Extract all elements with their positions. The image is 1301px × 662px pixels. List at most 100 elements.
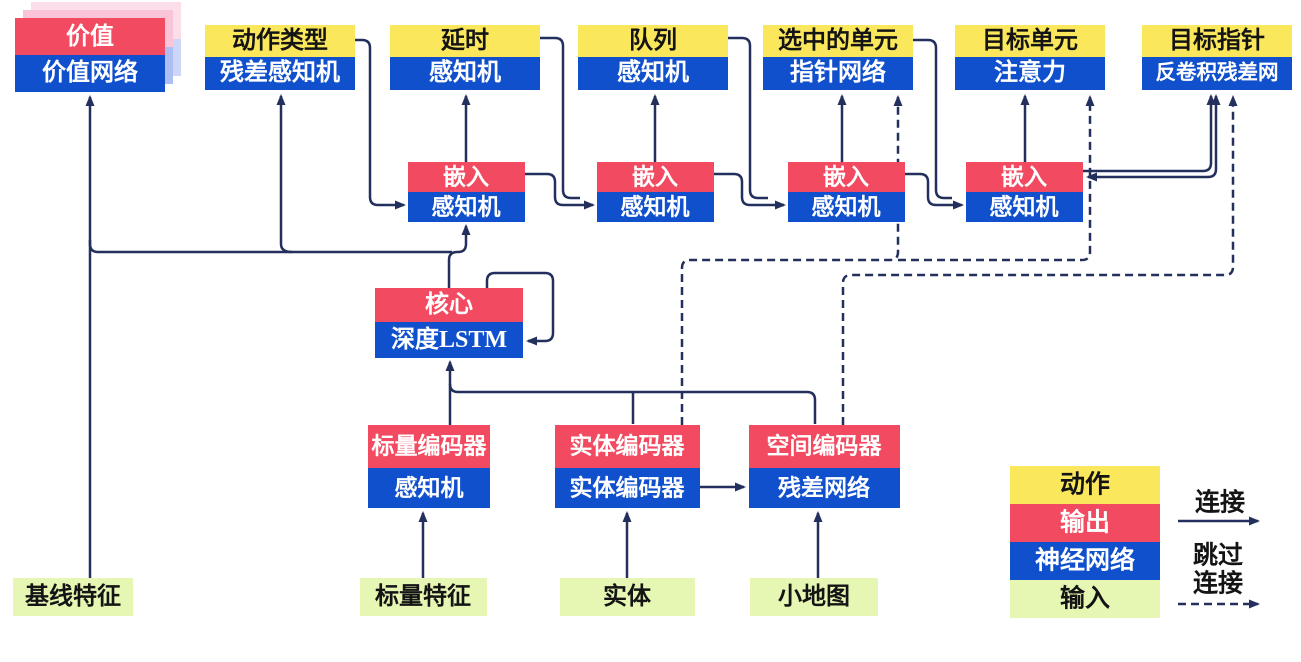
embed3-network-label: 感知机 xyxy=(812,194,881,220)
baseline-features-rect xyxy=(13,578,133,616)
entity-network-rect xyxy=(555,468,700,508)
connector-core-to-actiontype xyxy=(276,94,293,254)
scalar-network-rect xyxy=(368,468,490,508)
embed3-output-rect xyxy=(788,162,905,192)
targetunit-network-rect xyxy=(955,57,1105,90)
embed4-network-rect xyxy=(966,192,1083,222)
value-network-label: 价值网络 xyxy=(42,58,138,86)
connector-actiontype-to-embed1 xyxy=(355,38,406,210)
delay-network-rect xyxy=(390,57,540,90)
input-box-minimap: 小地图 xyxy=(750,578,878,616)
legend: 动作 输出 神经网络 输入 连接 跳过 连接 xyxy=(1010,466,1260,618)
embed1-label: 嵌入 xyxy=(443,165,489,190)
actiontype-network-rect xyxy=(205,57,355,90)
encoder-box-entity: 实体编码器 实体编码器 xyxy=(555,425,700,508)
entity-network-label: 实体编码器 xyxy=(570,475,686,501)
selected-network-rect xyxy=(763,57,913,90)
connector-encoder-merge-horizontal xyxy=(448,383,817,424)
targetunit-action-rect xyxy=(955,25,1105,57)
scalar-network-label: 感知机 xyxy=(395,475,464,501)
embed2-network-label: 感知机 xyxy=(621,194,690,220)
spatial-network-rect xyxy=(749,468,900,508)
embed2-output-rect xyxy=(597,162,714,192)
skip-spatial-to-targetpoint xyxy=(841,95,1238,425)
value-label: 价值 xyxy=(66,22,114,50)
skip-entity-to-selected xyxy=(680,95,903,425)
delay-action-rect xyxy=(390,25,540,57)
queue-label: 队列 xyxy=(629,27,677,54)
embed-box-3: 嵌入 感知机 xyxy=(788,162,905,222)
head-box-delay: 延时 感知机 xyxy=(390,25,540,90)
input-box-scalar-features: 标量特征 xyxy=(360,578,487,616)
actiontype-label: 动作类型 xyxy=(232,27,328,54)
embed1-network-label: 感知机 xyxy=(432,194,501,220)
core-network-rect xyxy=(375,322,523,358)
connector-core-fanout-left xyxy=(88,240,452,254)
legend-skip-label-1: 跳过 xyxy=(1193,542,1243,570)
legend-action-rect xyxy=(1010,466,1160,504)
input-box-entities: 实体 xyxy=(560,578,695,616)
embed2-label: 嵌入 xyxy=(632,165,678,190)
selected-action-rect xyxy=(763,25,913,57)
head-box-selected-units: 选中的单元 指针网络 xyxy=(763,25,913,90)
value-output-rect xyxy=(15,18,165,55)
connector-embed3-to-embed4 xyxy=(905,172,964,210)
scalar-features-label: 标量特征 xyxy=(375,582,471,610)
value-network-rect xyxy=(15,55,165,92)
connector-core-to-embed1 xyxy=(447,224,471,290)
core-output-rect xyxy=(375,288,523,322)
connector-core-self-loop xyxy=(485,271,555,346)
embed-box-1: 嵌入 感知机 xyxy=(408,162,525,222)
core-network-label: 深度LSTM xyxy=(391,325,507,353)
targetpoint-network-rect xyxy=(1142,57,1292,90)
encoder-box-scalar: 标量编码器 感知机 xyxy=(368,425,490,508)
actiontype-action-rect xyxy=(205,25,355,57)
actiontype-network-label: 残差感知机 xyxy=(220,58,340,86)
scalar-features-rect xyxy=(360,578,487,616)
entity-encoder-rect xyxy=(555,425,700,468)
entity-encoder-label: 实体编码器 xyxy=(570,433,686,459)
minimap-label: 小地图 xyxy=(778,583,850,610)
targetunit-network-label: 注意力 xyxy=(994,58,1066,86)
selected-label: 选中的单元 xyxy=(778,26,898,54)
connector-queue-down xyxy=(728,36,768,200)
head-box-action-type: 动作类型 残差感知机 xyxy=(205,25,355,90)
spatial-encoder-rect xyxy=(749,425,900,468)
head-box-value: 价值 价值网络 xyxy=(15,2,181,92)
embed3-network-rect xyxy=(788,192,905,222)
embed-box-2: 嵌入 感知机 xyxy=(597,162,714,222)
legend-input-label: 输入 xyxy=(1060,584,1110,613)
queue-network-rect xyxy=(578,57,728,90)
connector-embed2-to-embed3 xyxy=(714,172,786,210)
embed1-network-rect xyxy=(408,192,525,222)
connector-embed4-to-targetpoint xyxy=(1083,94,1216,173)
embed-box-4: 嵌入 感知机 xyxy=(966,162,1083,222)
legend-output-rect xyxy=(1010,504,1160,542)
head-box-target-unit: 目标单元 注意力 xyxy=(955,25,1105,90)
targetpoint-label: 目标指针 xyxy=(1169,26,1265,54)
scalar-encoder-rect xyxy=(368,425,490,468)
entities-rect xyxy=(560,578,695,616)
spatial-encoder-label: 空间编码器 xyxy=(767,433,883,459)
delay-label: 延时 xyxy=(440,27,489,54)
input-box-baseline-features: 基线特征 xyxy=(13,578,133,616)
queue-action-rect xyxy=(578,25,728,57)
connector-into-embed4 xyxy=(1086,94,1221,182)
embed2-network-rect xyxy=(597,192,714,222)
embed4-label: 嵌入 xyxy=(1001,165,1047,190)
connector-delay-down xyxy=(540,36,580,200)
core-label: 核心 xyxy=(425,290,473,318)
legend-skip-label-2: 连接 xyxy=(1193,570,1243,598)
legend-input-rect xyxy=(1010,580,1160,618)
legend-nn-label: 神经网络 xyxy=(1035,546,1135,575)
targetpoint-network-label: 反卷积残差网 xyxy=(1156,60,1279,84)
encoder-box-spatial: 空间编码器 残差网络 xyxy=(749,425,900,508)
head-box-target-point: 目标指针 反卷积残差网 xyxy=(1142,25,1292,90)
entities-label: 实体 xyxy=(603,582,652,610)
connector-embed1-to-embed2 xyxy=(525,172,595,210)
embed1-output-rect xyxy=(408,162,525,192)
connectors-solid xyxy=(85,36,1221,578)
embed3-label: 嵌入 xyxy=(823,165,869,190)
scalar-encoder-label: 标量编码器 xyxy=(372,433,488,459)
